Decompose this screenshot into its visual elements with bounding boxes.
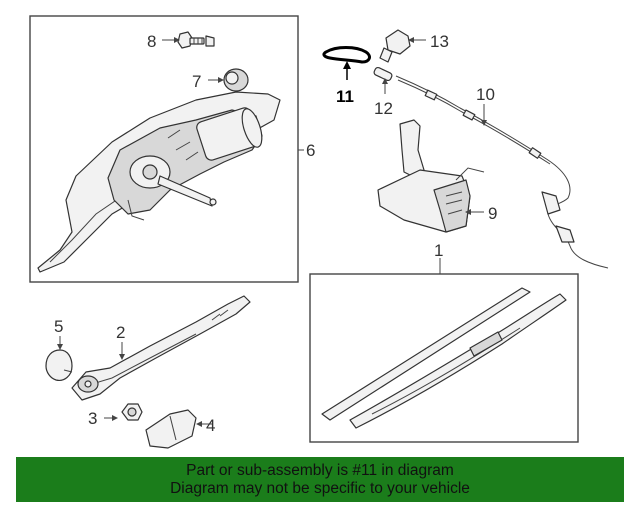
parts-diagram: 6 8 7 11 13 12 — [29, 15, 609, 449]
part-8-bolt: 8 — [147, 31, 215, 51]
callout-13: 13 — [430, 32, 449, 51]
part-2-arm: 2 — [71, 295, 251, 401]
part-11-seal: 11 — [322, 46, 371, 106]
callout-12: 12 — [374, 99, 393, 118]
part-5-cap: 5 — [45, 317, 73, 381]
callout-8: 8 — [147, 32, 156, 51]
info-banner-line2: Diagram may not be specific to your vehi… — [170, 479, 470, 497]
callout-5: 5 — [54, 317, 63, 336]
part-4-cover: 4 — [145, 409, 215, 449]
info-banner: Part or sub-assembly is #11 in diagram D… — [16, 457, 624, 502]
callout-4: 4 — [206, 416, 215, 435]
callout-3: 3 — [88, 409, 97, 428]
callout-1: 1 — [434, 241, 443, 260]
part-3-nut: 3 — [88, 403, 143, 428]
callout-7: 7 — [192, 72, 201, 91]
callout-10: 10 — [476, 85, 495, 104]
blade-panel: 1 — [309, 241, 579, 443]
part-12-connector: 12 — [373, 66, 393, 118]
callout-2: 2 — [116, 323, 125, 342]
info-banner-line1: Part or sub-assembly is #11 in diagram — [186, 461, 454, 479]
part-13-nozzle: 13 — [379, 29, 449, 63]
part-10-hose: 10 — [395, 75, 609, 269]
callout-9: 9 — [488, 204, 497, 223]
part-9-reservoir: 9 — [377, 119, 497, 233]
part-7-grommet: 7 — [192, 68, 249, 92]
callout-11: 11 — [336, 87, 354, 106]
callout-6: 6 — [306, 141, 315, 160]
motor-panel: 6 — [29, 15, 315, 283]
